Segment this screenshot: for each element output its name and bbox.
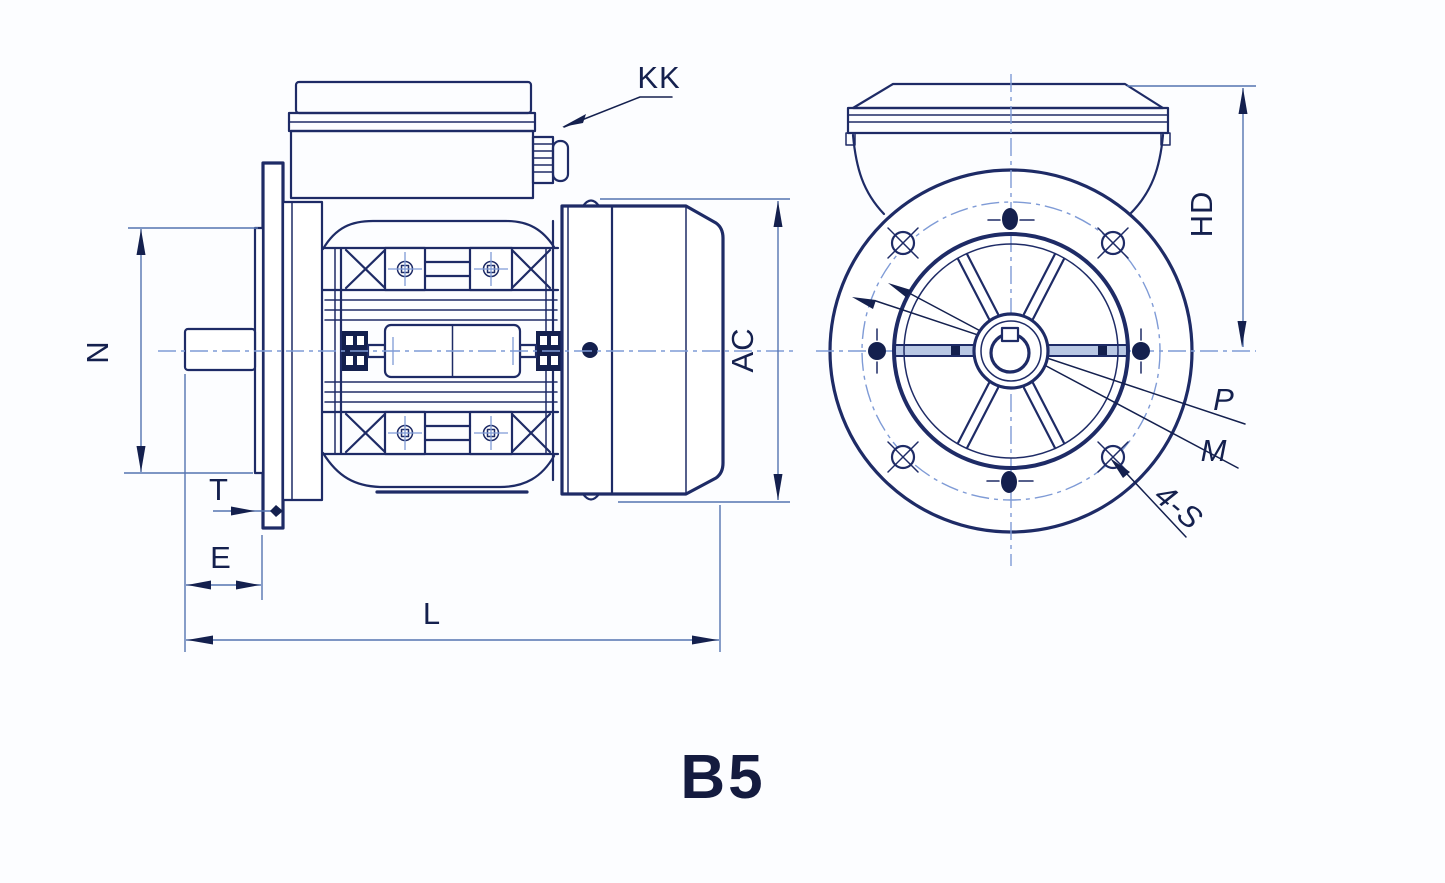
dim-label-m: M — [1201, 433, 1228, 468]
dim-label-l: L — [423, 596, 441, 631]
dim-label-e: E — [210, 540, 232, 575]
cardinal-dots — [868, 208, 1150, 493]
dim-l: L — [186, 505, 721, 652]
cooling-fins — [324, 299, 558, 403]
flange-plate — [253, 161, 324, 530]
dim-label-ac: AC — [725, 327, 760, 372]
dim-label-4s: 4-S — [1148, 477, 1210, 537]
dim-label-kk: KK — [637, 60, 680, 95]
end-shield-spokes — [892, 232, 1130, 470]
fan-cover — [560, 199, 725, 501]
dim-m: M — [1201, 433, 1228, 468]
shaft-side — [183, 327, 257, 372]
shaft-hub-front — [972, 312, 1050, 390]
front-view: HD P M 4-S — [816, 74, 1256, 566]
motor-frame — [321, 219, 562, 494]
terminal-box-side — [287, 80, 537, 200]
cable-gland — [531, 135, 570, 185]
dim-label-p: P — [1213, 382, 1235, 417]
terminal-box-front — [845, 82, 1171, 216]
mount-designation-title: B5 — [680, 743, 765, 812]
dim-kk: KK — [562, 60, 680, 128]
flange-holes — [887, 227, 1129, 473]
dim-hd: HD — [1127, 85, 1256, 347]
keyway — [1000, 326, 1020, 343]
dim-p: P — [1213, 382, 1235, 417]
dim-n: N — [80, 227, 258, 474]
leader-lines-pm — [852, 283, 1246, 469]
dim-label-n: N — [80, 340, 115, 363]
dim-label-t: T — [209, 472, 229, 507]
dim-label-hd: HD — [1184, 191, 1219, 238]
bolt-circle — [861, 201, 1161, 501]
side-view: KK N T E — [80, 60, 795, 652]
dim-ac: AC — [600, 198, 790, 503]
dim-4s: 4-S — [1110, 458, 1210, 538]
bearing-screw-dot — [582, 342, 598, 358]
dim-t: T — [209, 472, 283, 517]
dim-e: E — [184, 374, 263, 652]
